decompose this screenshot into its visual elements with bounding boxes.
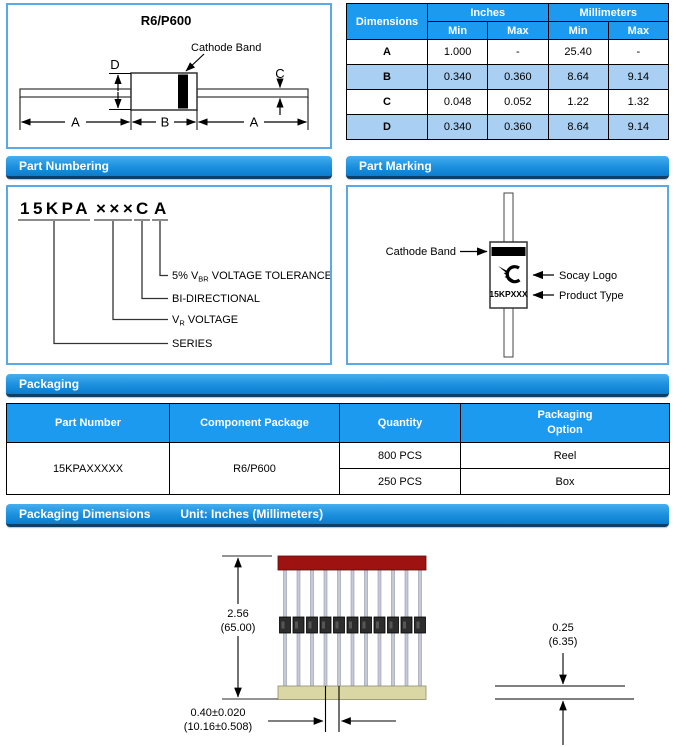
dim-d-label: D — [110, 57, 119, 72]
height-millimeters: (65.00) — [221, 622, 256, 634]
package-outline-box: R6/P600 Cathode Band D C — [6, 3, 332, 149]
table-row: D 0.340 0.360 8.64 9.14 — [346, 114, 670, 140]
table-row: 15KPAXXXXX R6/P600 800 PCS Reel — [6, 442, 670, 495]
pitch-inches: 0.40±0.020 — [191, 707, 246, 719]
code-segment-c: C — [136, 199, 148, 218]
cathode-band-label: Cathode Band — [386, 246, 456, 258]
part-numbering-banner: Part Numbering — [6, 156, 332, 179]
header-part-number: Part Number — [6, 403, 170, 443]
top-tape — [277, 555, 427, 571]
cathode-band-leader-line — [185, 53, 205, 72]
packaging-table: Part Number Component Package Quantity P… — [6, 403, 670, 495]
socay-logo-icon — [498, 265, 521, 284]
package-title: R6/P600 — [141, 13, 192, 28]
tape-millimeters: (6.35) — [549, 636, 578, 648]
header-millimeters: Millimeters — [547, 3, 669, 22]
part-marking-box: 15KPXXX Cathode Band Socay Logo Product … — [346, 185, 669, 365]
dimensions-table: Dimensions Inches Millimeters Min Max Mi… — [346, 3, 670, 140]
packaging-dimensions-unit: Unit: Inches (Millimeters) — [180, 507, 324, 521]
part-marking-banner: Part Marking — [346, 156, 669, 179]
dim-c-label: C — [275, 66, 284, 81]
part-numbering-box: 15KPA ××× C A 5% VBR VOLTAGE TOLERANCE B — [6, 185, 332, 365]
tape-inches: 0.25 — [552, 622, 573, 634]
header-in-max: Max — [487, 21, 549, 40]
code-segment-voltage: ××× — [96, 199, 136, 218]
dim-a-left-label: A — [71, 115, 80, 130]
header-mm-max: Max — [607, 21, 670, 40]
socay-logo-label: Socay Logo — [559, 270, 617, 282]
dim-b-label: B — [161, 115, 170, 130]
right-lead — [196, 88, 309, 98]
header-inches: Inches — [427, 3, 549, 22]
label-tolerance: 5% VBR VOLTAGE TOLERANCE — [172, 270, 330, 284]
packaging-dimensions-banner-title: Packaging Dimensions — [19, 507, 151, 521]
packaging-dimensions-banner: Packaging Dimensions Unit: Inches (Milli… — [6, 504, 669, 527]
bottom-lead — [503, 307, 514, 358]
header-packaging-option: Packaging Option — [460, 403, 670, 443]
packaging-banner-label: Packaging — [19, 377, 80, 391]
label-series: SERIES — [172, 338, 212, 350]
packaging-dimensions-diagram: 2.56 (65.00) 0.25 (6.35) 0.40±0.020 (10.… — [184, 555, 634, 745]
header-mm-min: Min — [547, 21, 609, 40]
table-row: C 0.048 0.052 1.22 1.32 — [346, 89, 670, 115]
package-outline-diagram: R6/P600 Cathode Band D C — [19, 13, 309, 130]
product-type-label: Product Type — [559, 290, 624, 302]
label-bidirectional: BI-DIRECTIONAL — [172, 293, 260, 305]
component-package-cell: R6/P600 — [169, 442, 340, 495]
cathode-band-mark — [491, 247, 526, 256]
header-quantity: Quantity — [339, 403, 461, 443]
middle-row: Part Numbering 15KPA ××× C A — [6, 156, 669, 365]
table-row: B 0.340 0.360 8.64 9.14 — [346, 64, 670, 90]
bottom-tape — [277, 685, 427, 700]
part-numbering-diagram: 15KPA ××× C A 5% VBR VOLTAGE TOLERANCE B — [18, 199, 332, 350]
part-number-cell: 15KPAXXXXX — [6, 442, 170, 495]
pitch-millimeters: (10.16±0.508) — [184, 721, 252, 733]
dim-a-right-label: A — [250, 115, 259, 130]
marking-text: 15KPXXX — [489, 289, 528, 299]
table-row: 250 PCS Box — [7, 468, 670, 495]
header-dimensions: Dimensions — [346, 3, 428, 40]
part-marking-diagram: 15KPXXX Cathode Band Socay Logo Product … — [386, 192, 624, 358]
packaging-banner: Packaging — [6, 374, 669, 397]
top-row: R6/P600 Cathode Band D C — [6, 3, 670, 149]
cathode-band-label: Cathode Band — [191, 42, 261, 54]
table-row: A 1.000 - 25.40 - — [346, 39, 670, 65]
diode-body-highlights — [281, 621, 420, 629]
label-vr-voltage: VR VOLTAGE — [172, 314, 238, 328]
cathode-band-mark — [178, 74, 188, 109]
header-component-package: Component Package — [169, 403, 340, 443]
top-lead — [503, 192, 514, 243]
header-in-min: Min — [426, 21, 489, 40]
diode-bodies — [279, 616, 426, 634]
code-segment-series: 15KPA — [20, 199, 91, 218]
part-numbering-banner-label: Part Numbering — [19, 159, 110, 173]
code-segment-a: A — [154, 199, 166, 218]
height-inches: 2.56 — [227, 608, 248, 620]
left-lead — [19, 88, 132, 98]
part-marking-banner-label: Part Marking — [359, 159, 432, 173]
